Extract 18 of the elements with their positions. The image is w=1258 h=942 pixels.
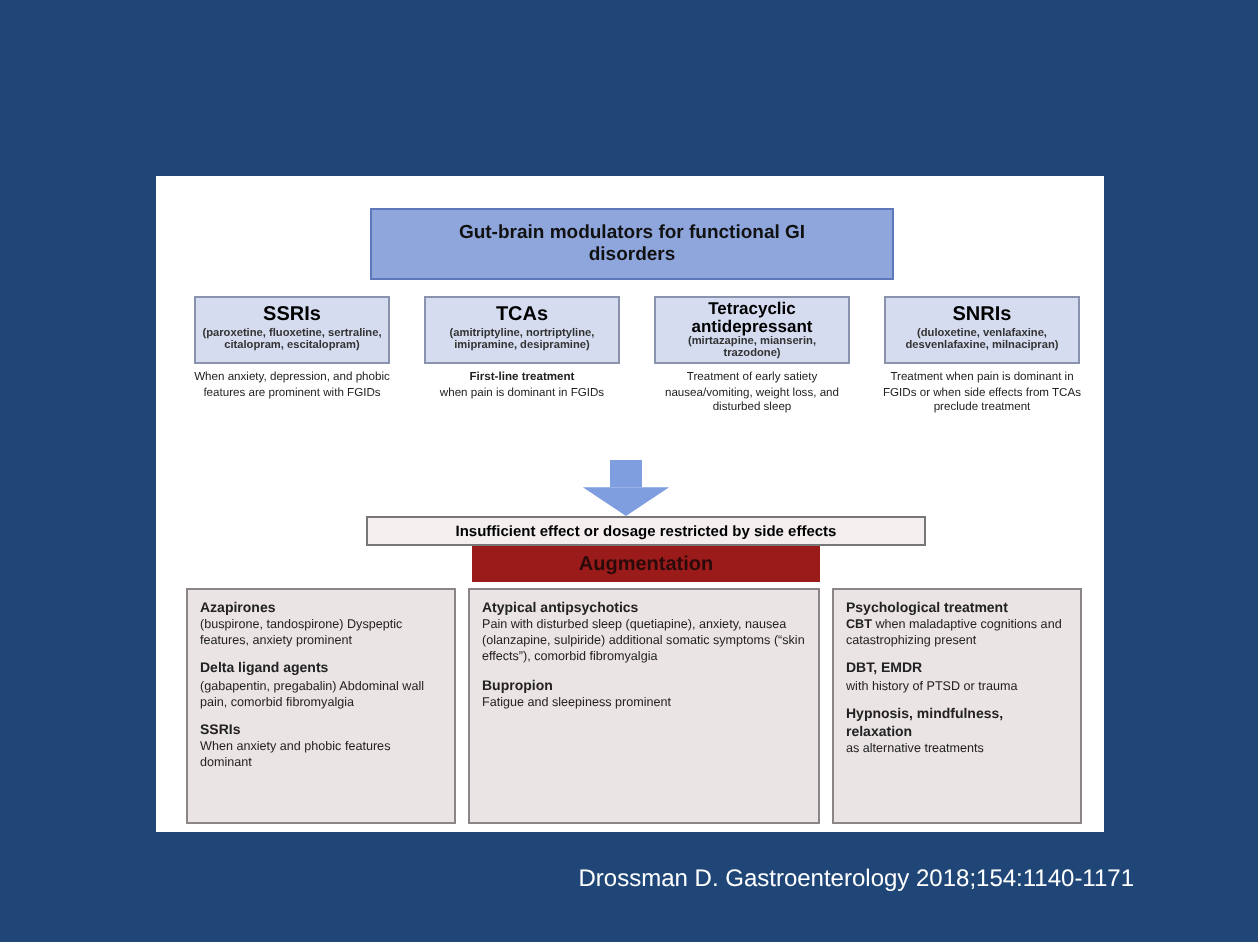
treatment-card [832, 588, 1082, 824]
drug-class-box [884, 296, 1080, 364]
augmentation-label: Augmentation [578, 553, 714, 575]
augmentation-banner [472, 546, 820, 582]
title-box [370, 208, 894, 280]
drug-class-box [424, 296, 620, 364]
title-text: Gut-brain modulators for functional GI disorders [456, 222, 808, 266]
drug-class-box [194, 296, 390, 364]
block-arrow [582, 460, 670, 516]
treatment-card [468, 588, 820, 824]
class-name: SSRIs [263, 306, 321, 328]
class-name: SNRIs [952, 306, 1012, 328]
condition-box [366, 516, 926, 546]
class-name: TCAs [495, 306, 549, 328]
drug-class-box [654, 296, 850, 364]
treatment-card [186, 588, 456, 824]
citation-caption: Drossman D. Gastroenterology 2018;154:1140-1171 [578, 864, 1134, 892]
class-name: Tetracyclic antidepressant [689, 299, 815, 335]
